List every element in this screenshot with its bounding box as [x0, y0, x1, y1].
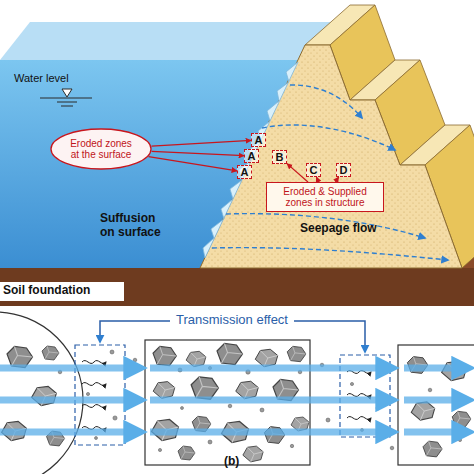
node-text: A [241, 166, 249, 179]
pointer-line [316, 177, 318, 182]
rock [191, 377, 218, 399]
rock [7, 347, 33, 368]
suffusion-zone [203, 62, 298, 258]
zone-marker: C [306, 163, 321, 177]
flow-arrow [150, 365, 390, 372]
pointer-line [287, 164, 308, 182]
flow-arrow [404, 365, 466, 372]
soil-front [0, 268, 474, 306]
zone-marker: D [336, 163, 351, 177]
structure-zone-box: Eroded & Supplied zones in structure [266, 182, 384, 212]
particle [133, 358, 137, 362]
flow-arrow [0, 365, 138, 372]
rock [153, 382, 175, 399]
pointer-line [149, 157, 237, 171]
rock [452, 411, 471, 426]
soil-sample-box [398, 345, 474, 465]
rock [42, 346, 59, 360]
particle-arrow [82, 405, 106, 408]
particle-arrow [82, 383, 106, 386]
seepage-arrow [212, 248, 448, 260]
eroded-zone-ellipse: Eroded zones at the surface [50, 128, 152, 170]
flow-arrow [150, 397, 390, 404]
pointer-line [152, 151, 244, 155]
flow-arrow [150, 429, 390, 436]
zone-marker: A [244, 149, 259, 163]
flow-arrow [0, 429, 138, 436]
node-text: Eroded zones at the surface [68, 138, 134, 161]
seepage-label: Seepage flow [300, 222, 377, 236]
particle-arrow [347, 394, 371, 397]
dam-texture [200, 45, 462, 268]
rock [287, 346, 306, 361]
flow-arrow [0, 397, 138, 404]
particle-arrow [347, 417, 371, 420]
node-text: D [340, 164, 348, 177]
transmission-label: Transmission effect [173, 313, 291, 328]
level-triangle [62, 89, 72, 97]
suffusion-label: Suffusion on surface [100, 212, 172, 240]
rock [411, 402, 434, 420]
rock [236, 381, 259, 399]
particle [376, 406, 380, 410]
particle [110, 350, 114, 354]
flow-arrows [0, 368, 466, 432]
pointer-line [335, 177, 338, 182]
rock [217, 344, 243, 365]
water-level-symbol [40, 89, 92, 106]
particle-arrow [82, 361, 106, 364]
particle [350, 382, 353, 385]
rock [153, 346, 176, 365]
level-ticks [57, 102, 77, 106]
rock-group [407, 357, 471, 457]
particle [290, 444, 293, 447]
particle [86, 392, 89, 395]
flow-arrow [404, 429, 466, 436]
seepage-arrow [262, 125, 395, 150]
particle [208, 440, 212, 444]
particle [428, 388, 432, 392]
particle [158, 448, 161, 451]
magnifier-circle [0, 312, 83, 474]
water-surface [0, 22, 336, 60]
foundation-label: Soil foundation [3, 284, 90, 298]
rock [243, 446, 263, 462]
ellipse-shape [51, 129, 151, 169]
flow-arrow [404, 397, 466, 404]
label-backing [0, 282, 124, 301]
node-text: C [310, 164, 318, 177]
water-level-label: Water level [14, 72, 69, 85]
node-text: A [255, 134, 263, 147]
seepage-arrow [226, 214, 425, 238]
particle [326, 418, 330, 422]
rock [423, 441, 442, 457]
node-text: B [276, 151, 284, 164]
rock [255, 349, 278, 367]
seepage-arrows [212, 85, 448, 260]
seepage-arrow [290, 85, 362, 118]
particle [260, 408, 264, 412]
particle [113, 416, 117, 420]
zone-marker: B [272, 150, 287, 164]
panel-letter: (b) [224, 455, 239, 469]
bracket-arrow [100, 321, 170, 342]
zone-marker: A [237, 165, 252, 179]
node-text: A [248, 150, 256, 163]
particle [181, 407, 184, 410]
rock [178, 446, 195, 460]
level-line [40, 98, 92, 99]
pointer-line [152, 140, 251, 146]
particle [95, 437, 98, 440]
node-text: Eroded & Supplied zones in structure [277, 186, 373, 209]
rock [186, 351, 206, 366]
zone-marker: A [251, 133, 266, 147]
particle [390, 446, 394, 450]
particle [458, 438, 461, 441]
particle [228, 404, 232, 408]
dam-section [200, 45, 462, 268]
